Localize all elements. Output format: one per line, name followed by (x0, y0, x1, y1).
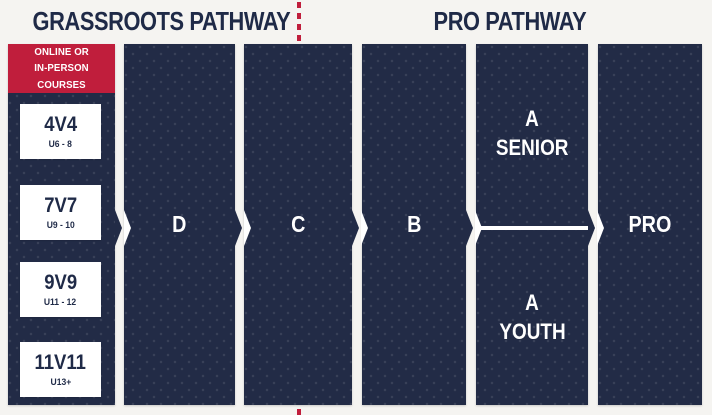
license-column-pro: PRO (598, 44, 702, 405)
course-box-4v4: 4V4 U6 - 8 (20, 104, 101, 159)
a-youth-line1: A (525, 289, 539, 315)
license-column-d: D (124, 44, 235, 405)
license-label-pro: PRO (628, 211, 672, 237)
grassroots-courses-column: ONLINE OR IN-PERSON COURSES 4V4 U6 - 8 7… (8, 44, 115, 405)
course-label: 4V4 (44, 113, 77, 136)
course-ages: U11 - 12 (44, 297, 77, 307)
a-youth-block: A YOUTH (476, 230, 588, 405)
courses-header-line2: IN-PERSON COURSES (34, 62, 89, 91)
a-senior-line2: SENIOR (495, 135, 569, 160)
courses-header: ONLINE OR IN-PERSON COURSES (8, 44, 115, 93)
courses-header-line1: ONLINE OR (34, 46, 89, 59)
course-ages: U13+ (50, 377, 71, 387)
course-ages: U6 - 8 (48, 139, 73, 149)
a-senior-line1: A (525, 106, 539, 132)
license-column-a: A SENIOR A YOUTH (476, 44, 588, 405)
pro-pathway-title: PRO PATHWAY (368, 6, 652, 37)
course-label: 7V7 (44, 194, 77, 217)
a-to-pro-arrow-line (478, 226, 596, 230)
license-label-b: B (406, 211, 422, 237)
grassroots-pathway-title: GRASSROOTS PATHWAY (8, 6, 291, 37)
chevron-right-icon (352, 210, 368, 246)
license-column-b: B (362, 44, 466, 405)
course-box-9v9: 9V9 U11 - 12 (20, 262, 101, 317)
chevron-right-icon (235, 210, 251, 246)
course-label: 11V11 (34, 351, 87, 374)
pro-pathway-title-text: PRO PATHWAY (433, 6, 587, 36)
grassroots-pathway-title-text: GRASSROOTS PATHWAY (32, 6, 291, 36)
a-senior-block: A SENIOR (476, 44, 588, 224)
chevron-right-icon (588, 210, 604, 246)
license-label-d: D (172, 211, 187, 237)
license-label-c: C (290, 211, 306, 237)
chevron-right-icon (115, 210, 131, 246)
license-column-c: C (244, 44, 352, 405)
course-box-7v7: 7V7 U9 - 10 (20, 185, 101, 240)
chevron-right-icon (466, 210, 482, 246)
a-youth-line2: YOUTH (498, 318, 566, 344)
course-box-11v11: 11V11 U13+ (20, 342, 101, 397)
course-label: 9V9 (44, 271, 77, 294)
course-ages: U9 - 10 (46, 220, 75, 230)
